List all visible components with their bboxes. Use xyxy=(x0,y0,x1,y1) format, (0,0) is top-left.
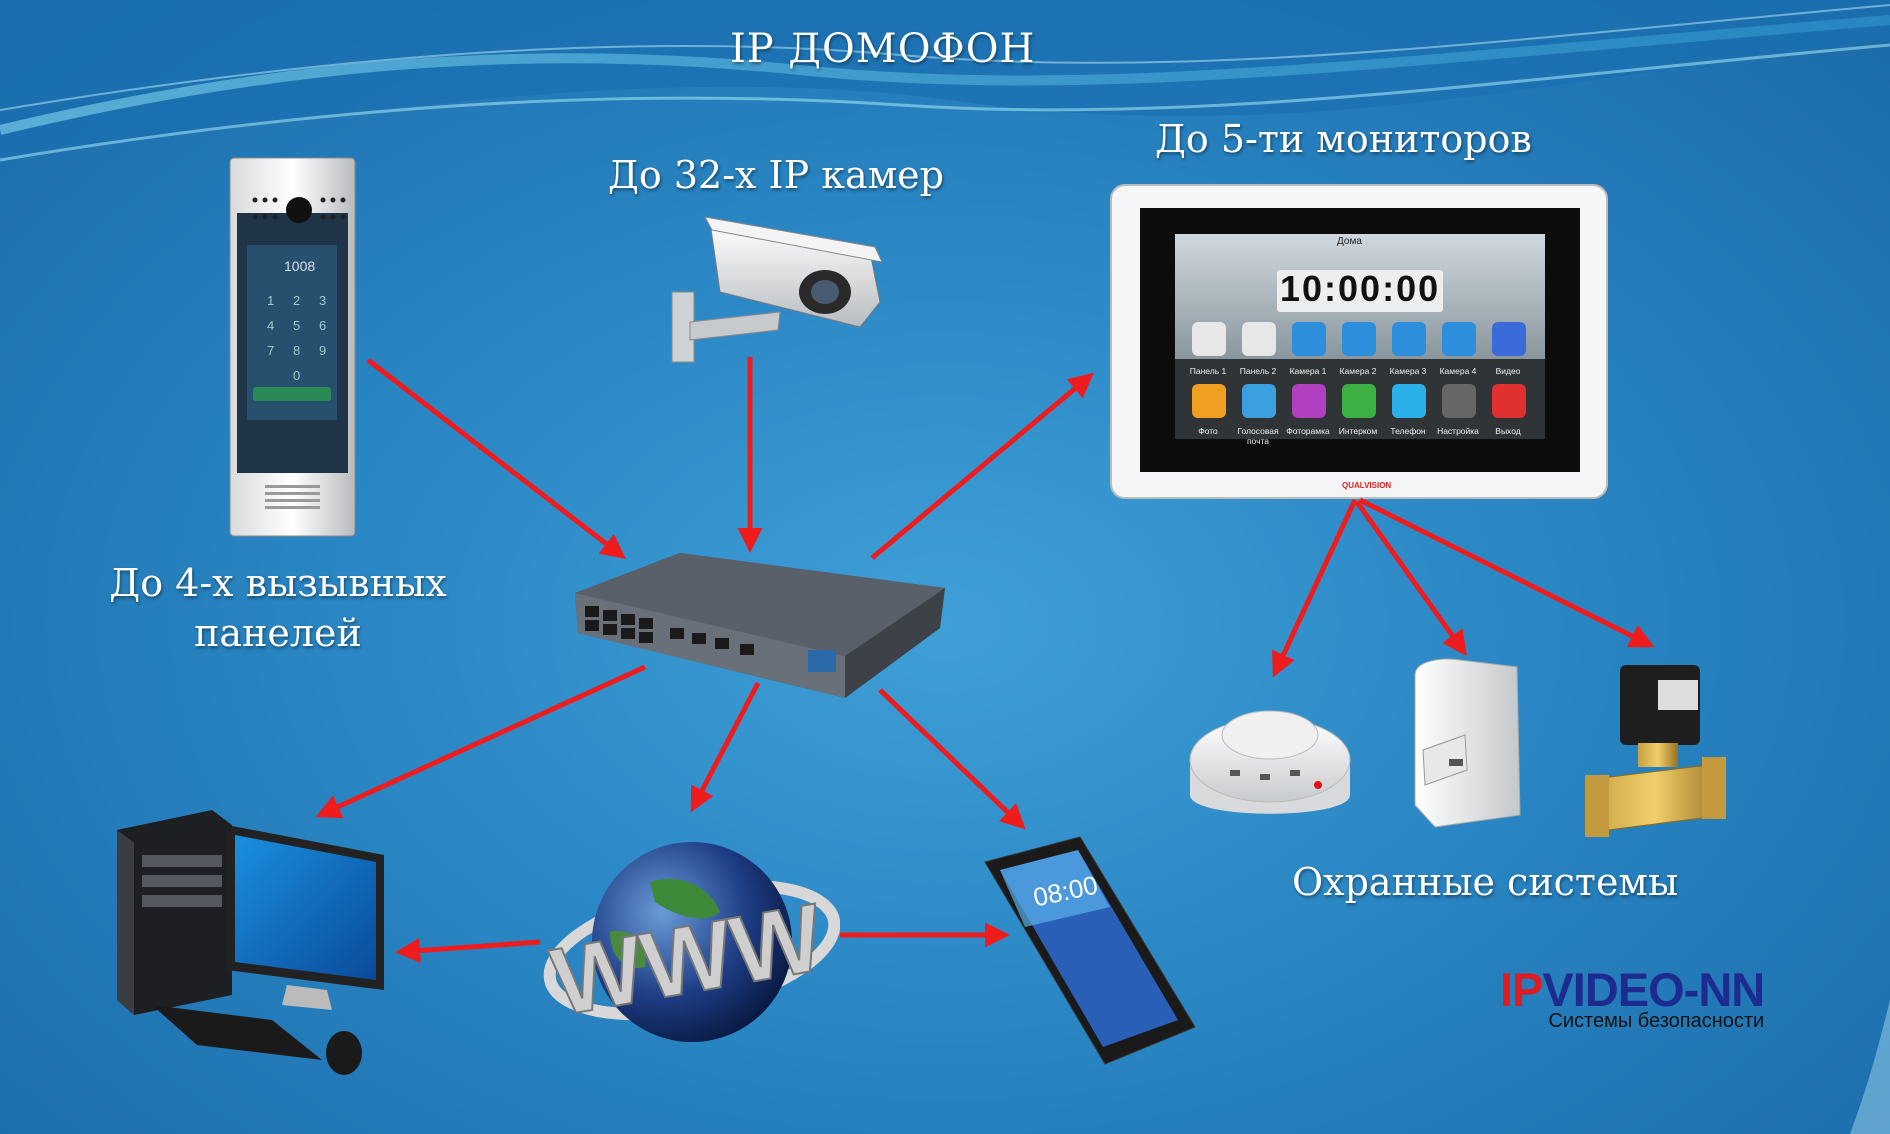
call-panel-display-number: 1008 xyxy=(284,258,316,274)
app-label: Панель 2 xyxy=(1239,366,1277,376)
svg-text:2: 2 xyxy=(293,293,300,308)
arrow-switch-to-phone xyxy=(878,688,1026,830)
arrow-monitor-to-smoke xyxy=(1272,498,1358,678)
monitor-brand: QUALVISION xyxy=(1342,481,1392,490)
app-label: Выход xyxy=(1495,426,1521,436)
svg-text:3: 3 xyxy=(319,293,326,308)
network-switch-icon xyxy=(575,553,945,698)
smoke-detector-icon xyxy=(1189,710,1351,814)
motion-sensor-icon xyxy=(1414,658,1521,828)
svg-text:8: 8 xyxy=(293,343,300,358)
svg-text:5: 5 xyxy=(293,318,300,333)
call-panel-icon: 1 2 3 4 5 6 7 8 9 0 xyxy=(229,157,356,537)
monitor-icon xyxy=(1110,184,1608,499)
logo-ip: IP xyxy=(1500,963,1543,1016)
arrow-www-to-computer xyxy=(395,938,541,964)
app-label: Видео xyxy=(1495,366,1521,376)
svg-text:7: 7 xyxy=(267,343,274,358)
app-label: Камера 1 xyxy=(1289,366,1327,376)
arrow-switch-to-www xyxy=(690,681,761,813)
cameras-label: До 32-х IP камер xyxy=(608,153,944,197)
company-logo: IPVIDEO-NN Системы безопасности xyxy=(1500,963,1765,1033)
svg-text:4: 4 xyxy=(267,318,274,333)
security-systems-label: Охранные системы xyxy=(1292,860,1679,904)
app-label: Голосовая почта xyxy=(1237,426,1279,446)
app-label: Настройка xyxy=(1437,426,1479,436)
smartphone-icon xyxy=(984,836,1196,1065)
solenoid-valve-icon xyxy=(1584,665,1726,837)
monitor-screen-tab: Дома xyxy=(1337,236,1362,247)
svg-text:6: 6 xyxy=(319,318,326,333)
monitors-label: До 5-ти мониторов xyxy=(1155,117,1532,161)
arrow-switch-to-monitor xyxy=(870,372,1094,560)
svg-text:9: 9 xyxy=(319,343,326,358)
app-label: Интерком xyxy=(1338,426,1378,436)
app-label: Панель 1 xyxy=(1189,366,1227,376)
app-label: Фото xyxy=(1198,426,1218,436)
svg-text:1: 1 xyxy=(267,293,274,308)
logo-video-nn: VIDEO-NN xyxy=(1542,963,1765,1016)
arrow-switch-to-computer xyxy=(315,664,647,819)
www-globe-icon: WWW xyxy=(543,842,840,1042)
app-label: Фоторамка xyxy=(1286,426,1330,436)
app-label: Камера 4 xyxy=(1439,366,1477,376)
app-label: Камера 3 xyxy=(1389,366,1427,376)
logo-subtitle: Системы безопасности xyxy=(1548,1010,1765,1032)
arrow-panel-to-switch xyxy=(366,358,626,560)
app-label: Камера 2 xyxy=(1339,366,1377,376)
monitor-clock: 10:00:00 xyxy=(1280,268,1441,309)
app-label: Телефон xyxy=(1390,426,1426,436)
svg-text:0: 0 xyxy=(293,368,300,383)
arrow-monitor-to-motion xyxy=(1354,500,1467,657)
arrow-monitor-to-valve xyxy=(1358,497,1655,648)
page-title: IP ДОМОФОН xyxy=(730,26,1036,72)
desktop-computer-icon xyxy=(117,810,384,1075)
call-panels-label: До 4-х вызывных панелей xyxy=(109,561,447,655)
ip-camera-icon xyxy=(671,216,883,363)
